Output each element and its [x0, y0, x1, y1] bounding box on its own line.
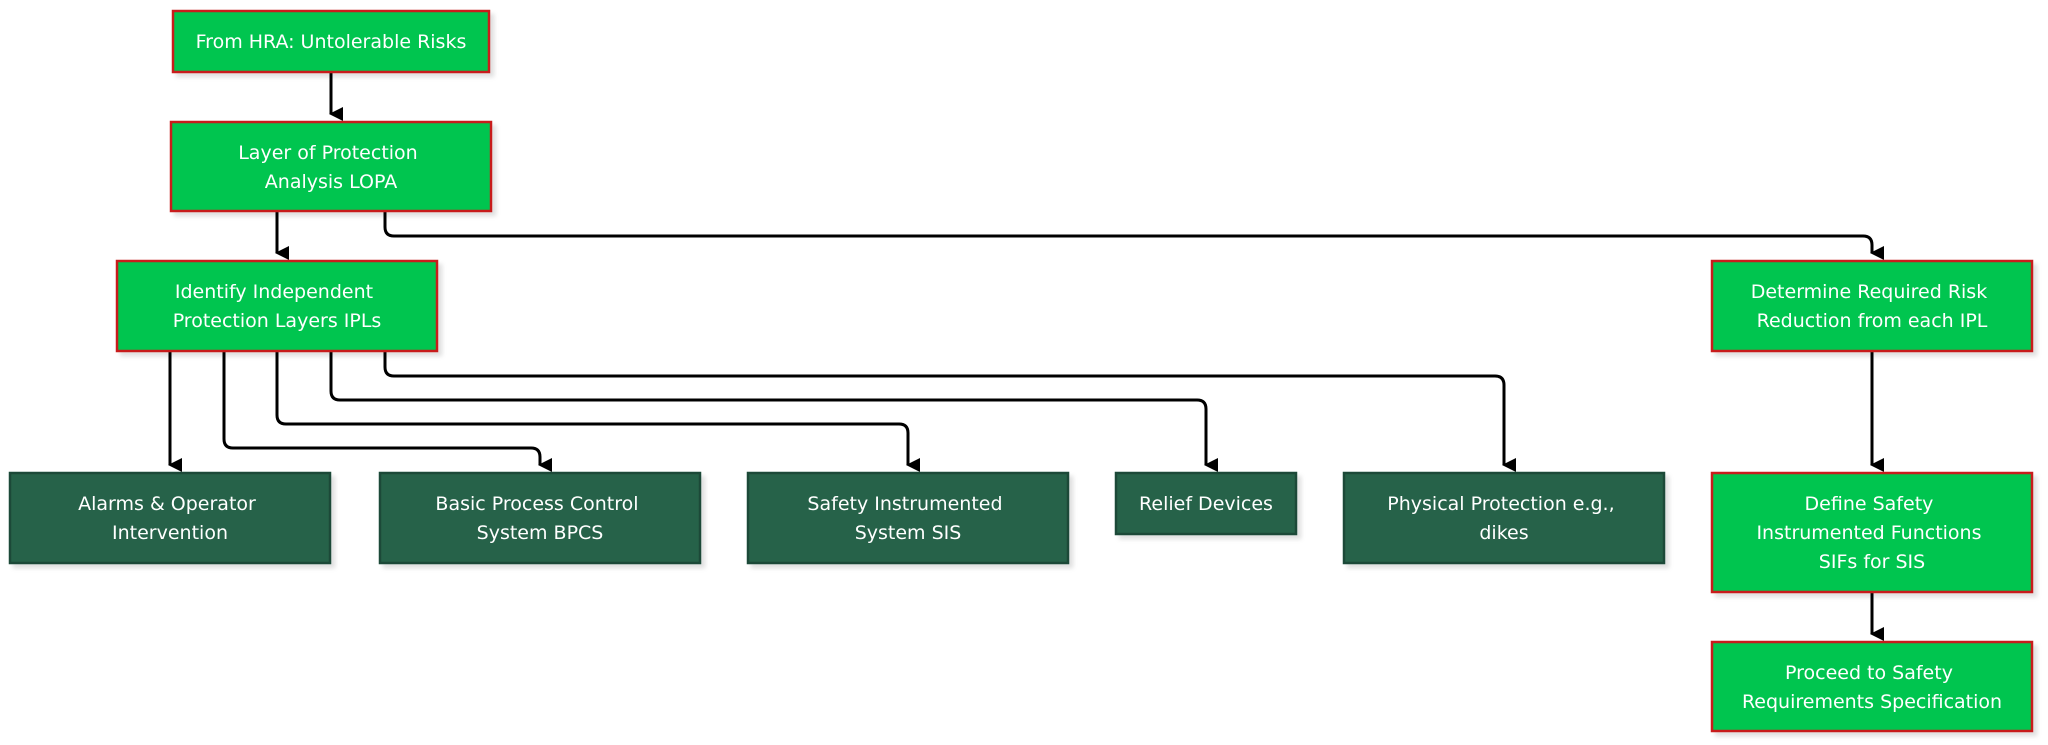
node-identify-ipls[interactable]: Identify Independent Protection Layers I… [115, 259, 439, 353]
node-sis-label: Safety Instrumented System SIS [807, 493, 1008, 544]
edge-identify-ipls-to-physical [383, 351, 1516, 472]
node-relief-box [1114, 471, 1298, 536]
node-determine-rrr-label: Determine Required Risk Reduction from e… [1751, 281, 1994, 332]
node-lopa[interactable]: Layer of Protection Analysis LOPA [169, 120, 493, 213]
node-physical-label: Physical Protection e.g., dikes [1387, 493, 1620, 544]
node-identify-ipls-box [115, 259, 439, 353]
node-define-sifs-box [1710, 471, 2034, 594]
node-bpcs[interactable]: Basic Process Control System BPCS [378, 471, 702, 565]
node-bpcs-box [378, 471, 702, 565]
node-from-hra-label: From HRA: Untolerable Risks [196, 31, 467, 53]
node-lopa-box [169, 120, 493, 213]
node-relief-label: Relief Devices [1139, 493, 1273, 515]
node-alarms-label: Alarms & Operator Intervention [78, 493, 262, 544]
node-from-hra[interactable]: From HRA: Untolerable Risks [171, 9, 491, 74]
node-relief[interactable]: Relief Devices [1114, 471, 1298, 536]
node-sis[interactable]: Safety Instrumented System SIS [746, 471, 1070, 565]
node-determine-rrr-box [1710, 259, 2034, 353]
node-from-hra-box [171, 9, 491, 74]
edge-identify-ipls-to-relief [329, 351, 1218, 472]
node-define-sifs[interactable]: Define Safety Instrumented Functions SIF… [1710, 471, 2034, 594]
node-identify-ipls-label: Identify Independent Protection Layers I… [173, 281, 382, 332]
node-srs[interactable]: Proceed to Safety Requirements Specifica… [1710, 640, 2034, 733]
node-sis-box [746, 471, 1070, 565]
edge-lopa-to-determine-rrr [383, 211, 1884, 260]
edge-identify-ipls-to-sis [275, 351, 920, 472]
node-physical[interactable]: Physical Protection e.g., dikes [1342, 471, 1666, 565]
edges [168, 72, 1884, 641]
node-alarms-box [8, 471, 332, 565]
node-srs-box [1710, 640, 2034, 733]
node-alarms[interactable]: Alarms & Operator Intervention [8, 471, 332, 565]
node-define-sifs-label: Define Safety Instrumented Functions SIF… [1756, 493, 1987, 573]
node-srs-label: Proceed to Safety Requirements Specifica… [1742, 662, 2002, 713]
edge-identify-ipls-to-bpcs [222, 351, 552, 472]
node-physical-box [1342, 471, 1666, 565]
node-lopa-label: Layer of Protection Analysis LOPA [238, 142, 424, 193]
node-bpcs-label: Basic Process Control System BPCS [435, 493, 644, 544]
node-determine-rrr[interactable]: Determine Required Risk Reduction from e… [1710, 259, 2034, 353]
